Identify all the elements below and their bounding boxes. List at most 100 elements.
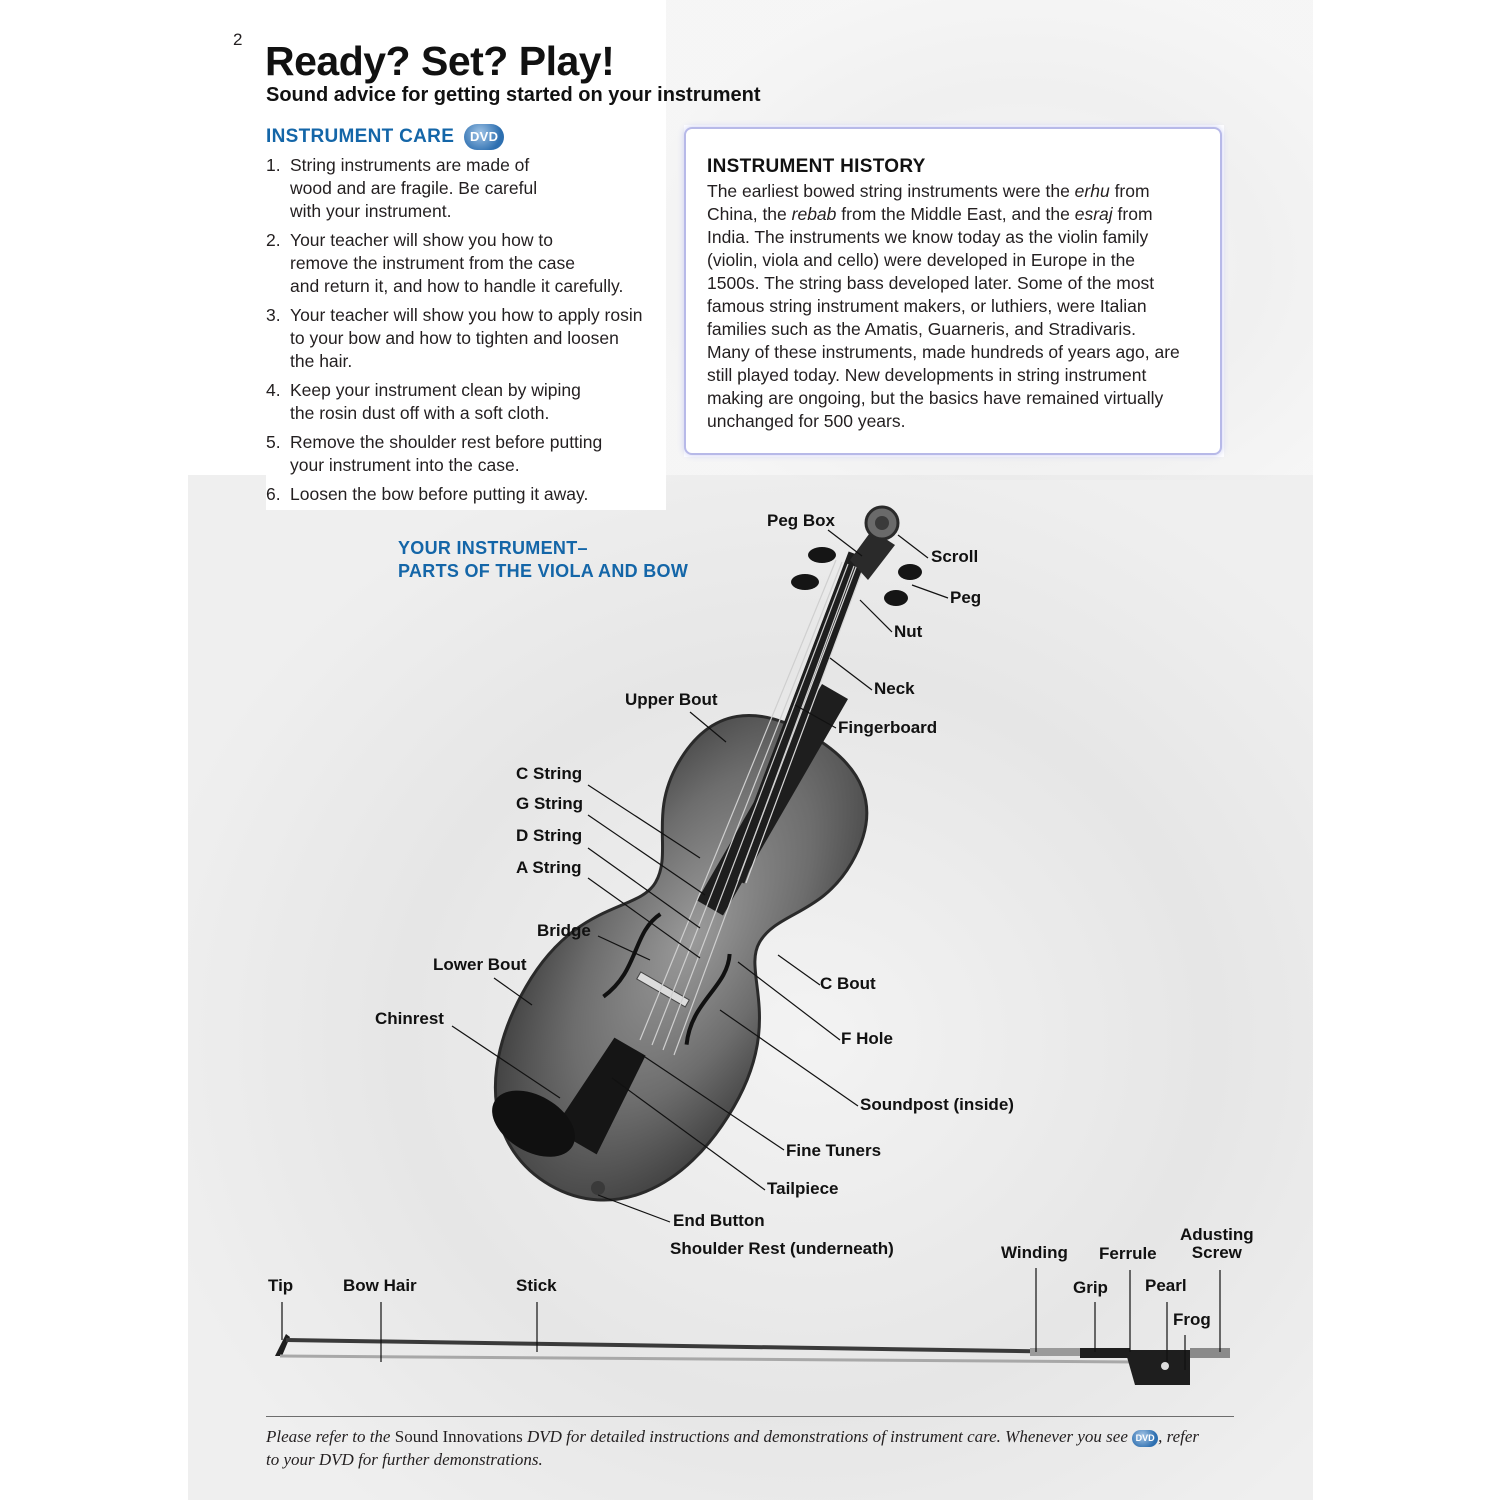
dvd-icon-small: DVD [1132, 1429, 1159, 1447]
care-item: 1. String instruments are made of wood and… [266, 154, 666, 223]
label-bow-hair: Bow Hair [343, 1276, 417, 1295]
care-item-number: 1. [266, 155, 281, 175]
history-line: 1500s. The string bass developed later. … [707, 272, 1200, 295]
history-text-segment: making are ongoing, but the basics have … [707, 388, 1164, 408]
history-line: making are ongoing, but the basics have … [707, 387, 1200, 410]
history-text-segment: 1500s. The string bass developed later. … [707, 273, 1155, 293]
footer-divider [266, 1416, 1234, 1417]
history-line: Many of these instruments, made hundreds… [707, 341, 1200, 364]
history-line: The earliest bowed string instruments we… [707, 180, 1200, 203]
instrument-history-box: INSTRUMENT HISTORY The earliest bowed st… [684, 127, 1222, 455]
history-italic-term: esraj [1074, 204, 1113, 224]
label-peg-box: Peg Box [767, 511, 836, 530]
instrument-history-text: The earliest bowed string instruments we… [707, 180, 1200, 433]
label-bridge: Bridge [537, 921, 591, 940]
footer-note: Please refer to the Sound Innovations DV… [266, 1425, 1241, 1471]
history-text-segment: from the Middle East, and the [836, 204, 1075, 224]
care-item-text: String instruments are made of wood and a… [290, 154, 666, 223]
instrument-care-title: INSTRUMENT CARE [266, 126, 455, 148]
bow [275, 1334, 1230, 1385]
footer-text-3: , refer [1158, 1427, 1200, 1446]
label-winding: Winding [1001, 1243, 1068, 1262]
label-frog: Frog [1173, 1310, 1211, 1329]
care-item: 5. Remove the shoulder rest before puttin… [266, 431, 666, 477]
care-item-line: the hair. [290, 351, 353, 371]
label-c-bout: C Bout [820, 974, 876, 993]
care-item-line: Remove the shoulder rest before putting [290, 432, 603, 452]
care-item-number: 6. [266, 484, 281, 504]
history-line: still played today. New developments in … [707, 364, 1200, 387]
label-g-string: G String [516, 794, 584, 813]
care-item-number: 4. [266, 380, 281, 400]
footer-line-1: Please refer to the Sound Innovations DV… [266, 1425, 1241, 1448]
history-text-segment: from [1112, 204, 1153, 224]
history-text-segment: (violin, viola and cello) were developed… [707, 250, 1136, 270]
label-fingerboard: Fingerboard [838, 718, 938, 737]
label-adjusting-screw: Adusting Screw [1180, 1226, 1254, 1262]
history-text-segment: Many of these instruments, made hundreds… [707, 342, 1180, 362]
label-nut: Nut [894, 622, 923, 641]
label-grip: Grip [1073, 1278, 1108, 1297]
label-c-string: C String [516, 764, 583, 783]
care-item-line: Your teacher will show you how to [290, 230, 553, 250]
label-adjusting-screw-line-1: Adusting [1180, 1225, 1254, 1244]
label-upper-bout: Upper Bout [625, 690, 718, 709]
care-item-line: to your bow and how to tighten and loose… [290, 328, 619, 348]
care-item: 4. Keep your instrument clean by wiping th… [266, 379, 666, 425]
label-f-hole: F Hole [841, 1029, 893, 1048]
label-pearl: Pearl [1145, 1276, 1187, 1295]
label-shoulder-rest: Shoulder Rest (underneath) [670, 1239, 894, 1258]
label-stick: Stick [516, 1276, 557, 1295]
label-ferrule: Ferrule [1099, 1244, 1157, 1263]
care-item-text: Remove the shoulder rest before putting y… [290, 431, 666, 477]
history-line: unchanged for 500 years. [707, 410, 1200, 433]
label-lower-bout: Lower Bout [433, 955, 527, 974]
care-item-line: and return it, and how to handle it care… [290, 276, 624, 296]
history-italic-term: rebab [791, 204, 837, 224]
care-item-line: String instruments are made of [290, 155, 530, 175]
history-text-segment: The earliest bowed string instruments we… [707, 181, 1075, 201]
history-line: famous string instrument makers, or luth… [707, 295, 1200, 318]
care-item-line: the rosin dust off with a soft cloth. [290, 403, 550, 423]
footer-line-2: to your DVD for further demonstrations. [266, 1450, 543, 1469]
history-text-segment: unchanged for 500 years. [707, 411, 906, 431]
care-item-line: wood and are fragile. Be careful [290, 178, 538, 198]
label-peg: Peg [950, 588, 982, 607]
label-chinrest: Chinrest [375, 1009, 444, 1028]
label-d-string: D String [516, 826, 583, 845]
label-fine-tuners: Fine Tuners [786, 1141, 882, 1160]
page-number: 2 [233, 30, 243, 49]
history-text-segment: famous string instrument makers, or luth… [707, 296, 1147, 316]
care-item: 3. Your teacher will show you how to appl… [266, 304, 666, 373]
care-item: 6. Loosen the bow before putting it away. [266, 483, 666, 506]
label-scroll: Scroll [931, 547, 979, 566]
care-item-number: 3. [266, 305, 281, 325]
page-title: Ready? Set? Play! [265, 38, 615, 84]
parts-heading: YOUR INSTRUMENT– PARTS OF THE VIOLA AND … [398, 537, 688, 583]
care-item-text: Keep your instrument clean by wiping the … [290, 379, 666, 425]
history-text-segment: still played today. New developments in … [707, 365, 1147, 385]
page-subtitle: Sound advice for getting started on your… [266, 84, 761, 106]
care-item-number: 2. [266, 230, 281, 250]
footer-text-1: Please refer to the [266, 1427, 395, 1446]
label-neck: Neck [874, 679, 915, 698]
care-item-line: Your teacher will show you how to apply … [290, 305, 643, 325]
care-item-line: your instrument into the case. [290, 455, 520, 475]
history-line: China, the rebab from the Middle East, a… [707, 203, 1200, 226]
label-adjusting-screw-line-2: Screw [1191, 1243, 1242, 1262]
care-item-text: Loosen the bow before putting it away. [290, 483, 666, 506]
footer-text-2: DVD for detailed instructions and demons… [522, 1427, 1133, 1446]
care-item-text: Your teacher will show you how to apply … [290, 304, 666, 373]
history-line: families such as the Amatis, Guarneris, … [707, 318, 1200, 341]
care-item-line: Keep your instrument clean by wiping [290, 380, 581, 400]
care-item-number: 5. [266, 432, 281, 452]
history-line: (violin, viola and cello) were developed… [707, 249, 1200, 272]
parts-heading-line-2: PARTS OF THE VIOLA AND BOW [398, 561, 689, 581]
history-text-segment: India. The instruments we know today as … [707, 227, 1149, 247]
label-end-button: End Button [673, 1211, 765, 1230]
history-text-segment: families such as the Amatis, Guarneris, … [707, 319, 1136, 339]
